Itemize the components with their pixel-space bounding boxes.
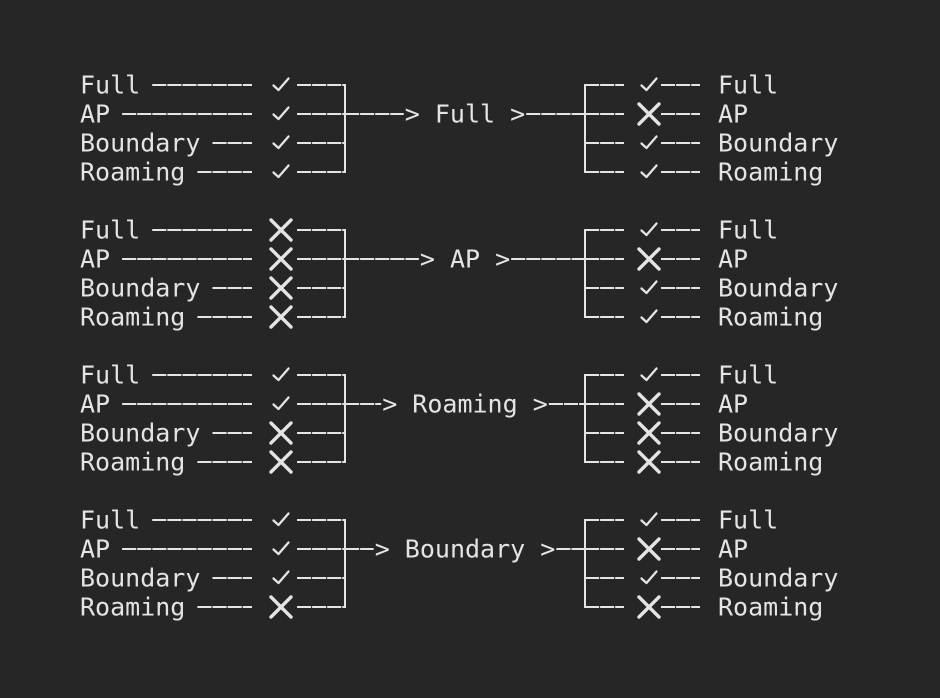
output-check-icon bbox=[640, 222, 658, 237]
cross-stroke bbox=[269, 305, 293, 329]
output-label: Roaming bbox=[718, 303, 823, 332]
output-label: AP bbox=[718, 390, 748, 419]
output-label: Boundary bbox=[718, 129, 838, 158]
transition-mode-label: > Roaming > bbox=[382, 390, 548, 419]
input-cross-icon bbox=[269, 218, 293, 242]
output-label: AP bbox=[718, 245, 748, 274]
output-label: Roaming bbox=[718, 158, 823, 187]
input-label: AP bbox=[80, 390, 110, 419]
output-check-icon bbox=[640, 367, 658, 382]
cross-stroke bbox=[637, 102, 661, 126]
input-cross-icon bbox=[269, 247, 293, 271]
output-label: Roaming bbox=[718, 448, 823, 477]
transition-mode-label: > Boundary > bbox=[375, 535, 556, 564]
output-label: AP bbox=[718, 535, 748, 564]
output-check-icon bbox=[640, 309, 658, 324]
output-cross-icon bbox=[637, 450, 661, 474]
input-check-icon bbox=[272, 135, 290, 150]
input-label: Roaming bbox=[80, 158, 185, 187]
transition-mode-label: > Full > bbox=[405, 100, 525, 129]
input-label: Boundary bbox=[80, 419, 200, 448]
output-label: Boundary bbox=[718, 274, 838, 303]
input-check-icon bbox=[272, 106, 290, 121]
input-label: Full bbox=[80, 216, 140, 245]
input-label: Full bbox=[80, 71, 140, 100]
cross-stroke bbox=[269, 450, 293, 474]
input-label: Boundary bbox=[80, 564, 200, 593]
input-check-icon bbox=[272, 512, 290, 527]
input-label: Boundary bbox=[80, 129, 200, 158]
input-cross-icon bbox=[269, 450, 293, 474]
cross-stroke bbox=[269, 276, 293, 300]
cross-stroke bbox=[637, 537, 661, 561]
output-cross-icon bbox=[637, 247, 661, 271]
output-label: AP bbox=[718, 100, 748, 129]
output-cross-icon bbox=[637, 421, 661, 445]
input-check-icon bbox=[272, 396, 290, 411]
output-label: Full bbox=[718, 216, 778, 245]
output-check-icon bbox=[640, 570, 658, 585]
output-check-icon bbox=[640, 135, 658, 150]
output-check-icon bbox=[640, 512, 658, 527]
output-cross-icon bbox=[637, 392, 661, 416]
output-check-icon bbox=[640, 77, 658, 92]
input-check-icon bbox=[272, 541, 290, 556]
cross-stroke bbox=[269, 421, 293, 445]
input-label: Roaming bbox=[80, 303, 185, 332]
output-check-icon bbox=[640, 164, 658, 179]
transition-mode-label: > AP > bbox=[420, 245, 510, 274]
input-cross-icon bbox=[269, 276, 293, 300]
input-check-icon bbox=[272, 77, 290, 92]
cross-stroke bbox=[637, 450, 661, 474]
input-label: AP bbox=[80, 100, 110, 129]
output-cross-icon bbox=[637, 537, 661, 561]
output-label: Roaming bbox=[718, 593, 823, 622]
input-check-icon bbox=[272, 367, 290, 382]
input-label: Full bbox=[80, 361, 140, 390]
cross-stroke bbox=[637, 421, 661, 445]
input-cross-icon bbox=[269, 305, 293, 329]
output-check-icon bbox=[640, 280, 658, 295]
output-label: Full bbox=[718, 361, 778, 390]
input-cross-icon bbox=[269, 421, 293, 445]
output-label: Full bbox=[718, 506, 778, 535]
cross-stroke bbox=[269, 595, 293, 619]
cross-stroke bbox=[637, 595, 661, 619]
input-check-icon bbox=[272, 570, 290, 585]
output-cross-icon bbox=[637, 595, 661, 619]
output-label: Boundary bbox=[718, 564, 838, 593]
output-cross-icon bbox=[637, 102, 661, 126]
output-label: Boundary bbox=[718, 419, 838, 448]
input-label: Roaming bbox=[80, 448, 185, 477]
input-label: Full bbox=[80, 506, 140, 535]
cross-stroke bbox=[637, 247, 661, 271]
input-label: Roaming bbox=[80, 593, 185, 622]
input-label: AP bbox=[80, 535, 110, 564]
input-cross-icon bbox=[269, 595, 293, 619]
cross-stroke bbox=[269, 218, 293, 242]
cross-stroke bbox=[637, 392, 661, 416]
output-label: Full bbox=[718, 71, 778, 100]
input-label: AP bbox=[80, 245, 110, 274]
input-check-icon bbox=[272, 164, 290, 179]
input-label: Boundary bbox=[80, 274, 200, 303]
cross-stroke bbox=[269, 247, 293, 271]
